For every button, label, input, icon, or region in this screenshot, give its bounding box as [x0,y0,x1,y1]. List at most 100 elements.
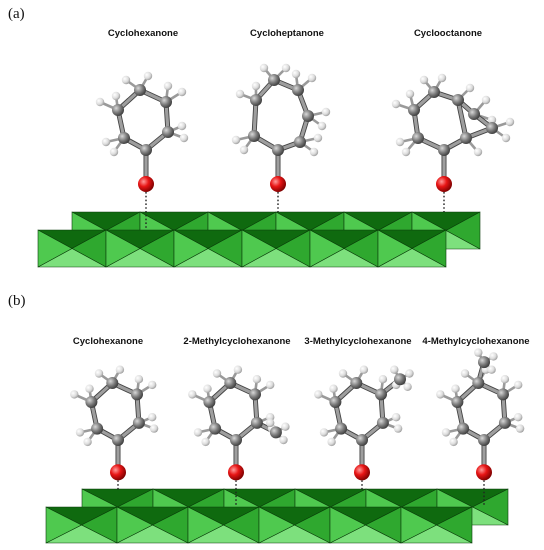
carbon-atom [302,110,314,122]
hydrogen-atom [83,437,92,447]
hydrogen-atom [291,69,301,79]
carbon-atom [428,86,440,98]
octahedron-face [400,506,438,544]
hydrogen-atom [500,375,510,384]
carbon-atom [162,126,174,138]
carbon-atom [294,136,306,148]
hydrogen-atom [203,384,212,393]
hydrogen-atom [279,435,288,445]
hydrogen-atom [239,145,249,155]
hydrogen-atom [148,380,157,390]
carbon-atom [118,132,130,144]
hydrogen-atom [329,384,338,393]
hydrogen-atom [235,89,245,99]
oxygen-atom [138,176,154,192]
carbon-atom [412,132,424,144]
carbon-atom [408,104,420,116]
hydrogen-atom [474,348,483,357]
carbon-atom [452,94,464,106]
panel-label-a: (a) [8,6,25,22]
oxygen-atom [228,464,244,481]
hydrogen-atom [359,365,369,374]
hydrogen-atom [401,147,411,157]
carbon-atom [292,84,304,96]
hydrogen-atom [307,73,317,83]
oxygen-atom [110,464,126,481]
carbon-atom [91,422,104,435]
cc-bond [252,98,258,138]
hydrogen-atom [188,390,197,399]
hydrogen-atom [489,352,498,361]
hydrogen-atom [460,369,470,378]
octahedron-face [37,229,73,268]
carbon-atom [134,84,146,96]
carbon-atom [140,144,152,156]
molecule-label-cycloheptanone: Cycloheptanone [250,28,324,39]
octahedron-face [187,506,225,544]
octahedron-face [173,229,209,268]
carbon-atom [329,396,342,408]
hydrogen-atom [436,390,445,399]
hydrogen-atom [309,147,319,157]
hydrogen-atom [266,418,275,428]
molecule-label-3-methylcyclohexanone: 3-Methylcyclohexanone [304,336,411,347]
hydrogen-atom [403,382,412,391]
hydrogen-atom [392,413,401,422]
carbon-atom [224,377,237,389]
carbon-atom [272,144,284,156]
carbon-atom [335,422,348,435]
hydrogen-atom [101,137,111,147]
carbon-atom [248,130,260,142]
hydrogen-atom [515,424,525,433]
hydrogen-atom [252,375,262,384]
hydrogen-atom [95,97,105,107]
hydrogen-atom [193,428,203,437]
molecule-cycloheptanone [231,63,331,212]
molecule-label-cyclooctanone: Cyclooctanone [414,28,482,39]
hydrogen-atom [321,107,331,117]
molecule-label-4-methylcyclohexanone: 4-Methylcyclohexanone [422,336,529,347]
molecule-cyclooctanone [391,73,515,212]
hydrogen-atom [281,63,291,73]
carbon-atom [250,94,262,106]
oxygen-atom [354,464,370,481]
carbon-atom [497,388,509,401]
oxygen-atom [476,464,492,481]
hydrogen-atom [313,133,323,143]
carbon-atom [112,434,124,446]
molecule-label-cyclohexanone-a: Cyclohexanone [108,28,178,39]
hydrogen-atom [251,81,261,91]
hydrogen-atom [94,369,104,378]
hydrogen-atom [163,81,173,91]
hydrogen-atom [149,424,159,433]
oxygen-atom [270,176,286,192]
carbon-atom [131,388,143,401]
carbon-atom [268,74,280,86]
carbon-atom [478,356,490,369]
carbon-atom [106,377,119,389]
carbon-atom [438,144,450,156]
carbon-atom [375,388,387,401]
carbon-atom [160,96,172,108]
carbon-atom [250,416,263,429]
octahedron-face [258,506,296,544]
hydrogen-atom [70,390,79,399]
hydrogen-atom [317,121,327,131]
hydrogen-atom [314,390,323,399]
carbon-atom [457,422,470,435]
octahedron-face [45,506,83,544]
hydrogen-atom [405,89,415,99]
hydrogen-atom [465,83,475,93]
carbon-atom [350,377,363,389]
hydrogen-atom [505,117,515,127]
carbon-atom [472,377,485,389]
hydrogen-atom [259,63,269,73]
hydrogen-atom [327,437,336,447]
panel-label-b: (b) [8,293,26,309]
carbon-atom [376,416,389,429]
cc-bond [456,98,468,140]
hydrogen-atom [201,437,210,447]
molecule-cyclohexanone-a [95,71,189,228]
hydrogen-atom [390,365,399,374]
carbon-atom [460,132,472,144]
